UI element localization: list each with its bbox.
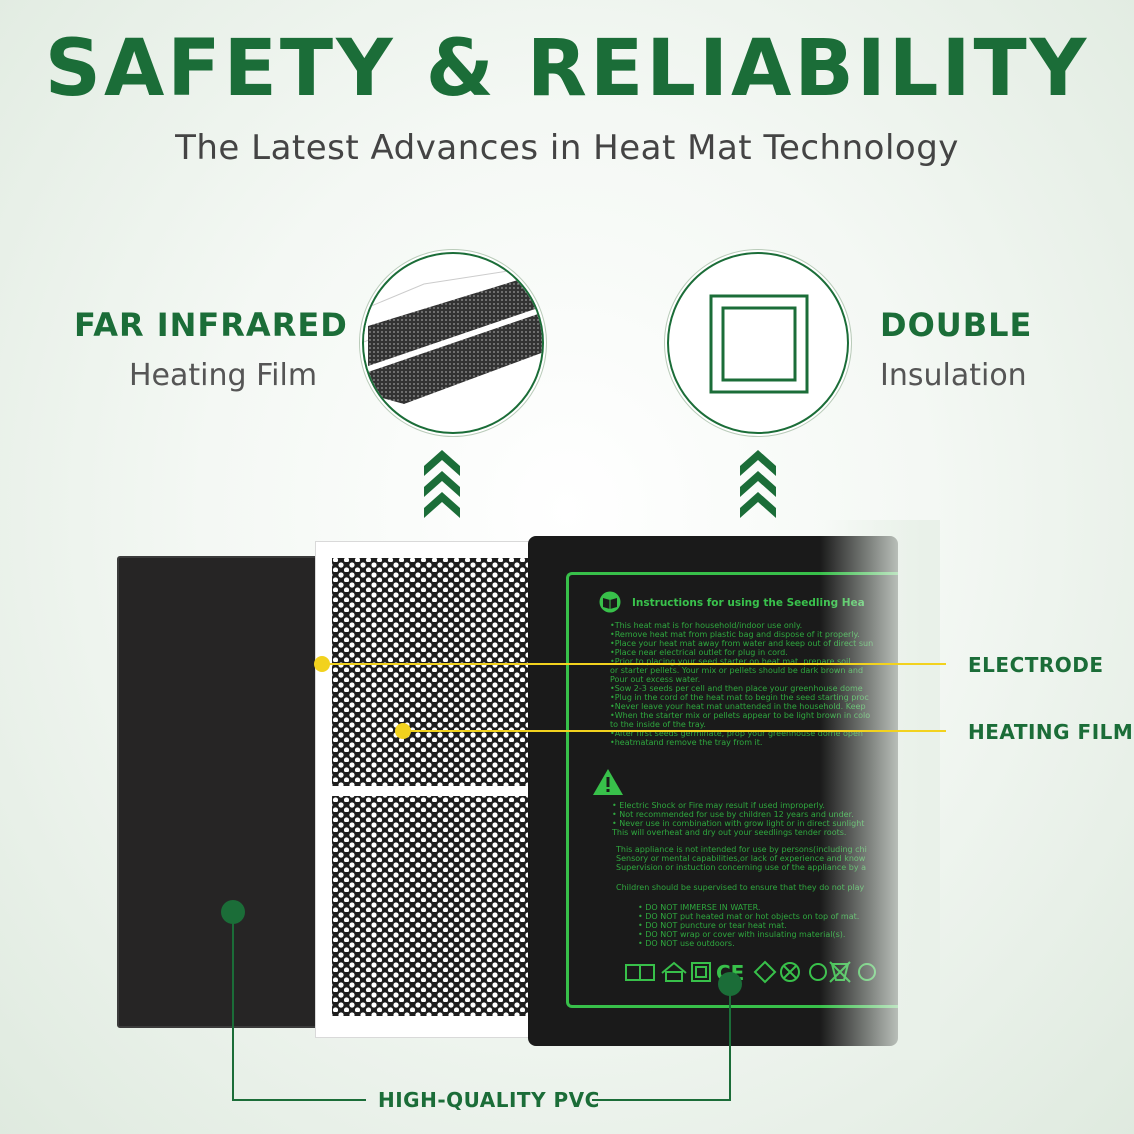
heating-film-layer <box>315 541 546 1038</box>
double-square-icon <box>667 252 849 434</box>
electrode-marker <box>314 656 330 672</box>
instruction-line: •Never leave your heat mat unattended in… <box>610 702 866 711</box>
instruction-line: •heatmatand remove the tray from it. <box>610 738 763 747</box>
insulation-subtext: Insulation <box>880 358 1027 393</box>
do-not-line: • DO NOT wrap or cover with insulating m… <box>638 930 846 939</box>
do-not-line: • DO NOT put heated mat or hot objects o… <box>638 912 860 921</box>
warning-line: This will overheat and dry out your seed… <box>612 828 847 837</box>
warning-line: • Not recommended for use by children 12… <box>612 810 854 819</box>
heating-film-label: HEATING FILM <box>968 720 1134 744</box>
instruction-line: •Prior to placing your seed starter on h… <box>610 657 851 666</box>
heating-film-icon <box>362 252 544 434</box>
instruction-line: or starter pellets. Your mix or pellets … <box>610 666 864 675</box>
mat-fade-overlay <box>820 520 940 1060</box>
instruction-line: •Plug in the cord of the heat mat to beg… <box>610 693 869 702</box>
children-notice: Children should be supervised to ensure … <box>616 883 865 892</box>
do-not-list: • DO NOT IMMERSE IN WATER. • DO NOT put … <box>638 903 859 948</box>
instructions-title: Instructions for using the Seedling Hea <box>632 597 865 609</box>
do-not-line: • DO NOT use outdoors. <box>638 939 735 948</box>
instruction-line: •After first seeds germinate, prop your … <box>610 729 863 738</box>
chevron-up-icon <box>740 450 776 518</box>
instruction-line: •Sow 2-3 seeds per cell and then place y… <box>610 684 863 693</box>
instruction-line: •Place your heat mat away from water and… <box>610 639 874 648</box>
warnings-list: • Electric Shock or Fire may result if u… <box>612 801 864 837</box>
do-not-line: • DO NOT IMMERSE IN WATER. <box>638 903 761 912</box>
page-title: SAFETY & RELIABILITY <box>44 24 1090 114</box>
pvc-label: HIGH-QUALITY PVC <box>378 1088 600 1112</box>
far-infrared-heading: FAR INFRARED <box>74 306 348 344</box>
page-subtitle: The Latest Advances in Heat Mat Technolo… <box>175 128 959 168</box>
pvc-marker <box>221 900 245 924</box>
warning-line: • Electric Shock or Fire may result if u… <box>612 801 825 810</box>
instructions-list: •This heat mat is for household/indoor u… <box>610 621 873 747</box>
mat-marker <box>718 972 742 996</box>
instruction-line: •This heat mat is for household/indoor u… <box>610 621 803 630</box>
instruction-line: •Remove heat mat from plastic bag and di… <box>610 630 860 639</box>
instruction-line: to the inside of the tray. <box>610 720 706 729</box>
instruction-line: Pour out excess water. <box>610 675 701 684</box>
book-icon <box>599 591 621 613</box>
appliance-notice: This appliance is not intended for use b… <box>616 845 867 872</box>
warning-line: • Never use in combination with grow lig… <box>612 819 865 828</box>
heating-film-marker <box>395 723 411 739</box>
appliance-line: Supervision or instuction concerning use… <box>616 863 866 872</box>
chevron-up-icon <box>424 450 460 518</box>
do-not-line: • DO NOT puncture or tear heat mat. <box>638 921 787 930</box>
warning-icon <box>593 769 623 795</box>
appliance-line: This appliance is not intended for use b… <box>616 845 867 854</box>
instructions-panel <box>566 572 898 1008</box>
electrode-label: ELECTRODE <box>968 653 1104 677</box>
double-heading: DOUBLE <box>880 306 1033 344</box>
appliance-line: Sensory or mental capabilities,or lack o… <box>616 854 866 863</box>
instruction-line: •Place near electrical outlet for plug i… <box>610 648 788 657</box>
instruction-line: •When the starter mix or pellets appear … <box>610 711 871 720</box>
pvc-layer <box>117 556 325 1028</box>
heating-film-subtext: Heating Film <box>129 358 318 393</box>
